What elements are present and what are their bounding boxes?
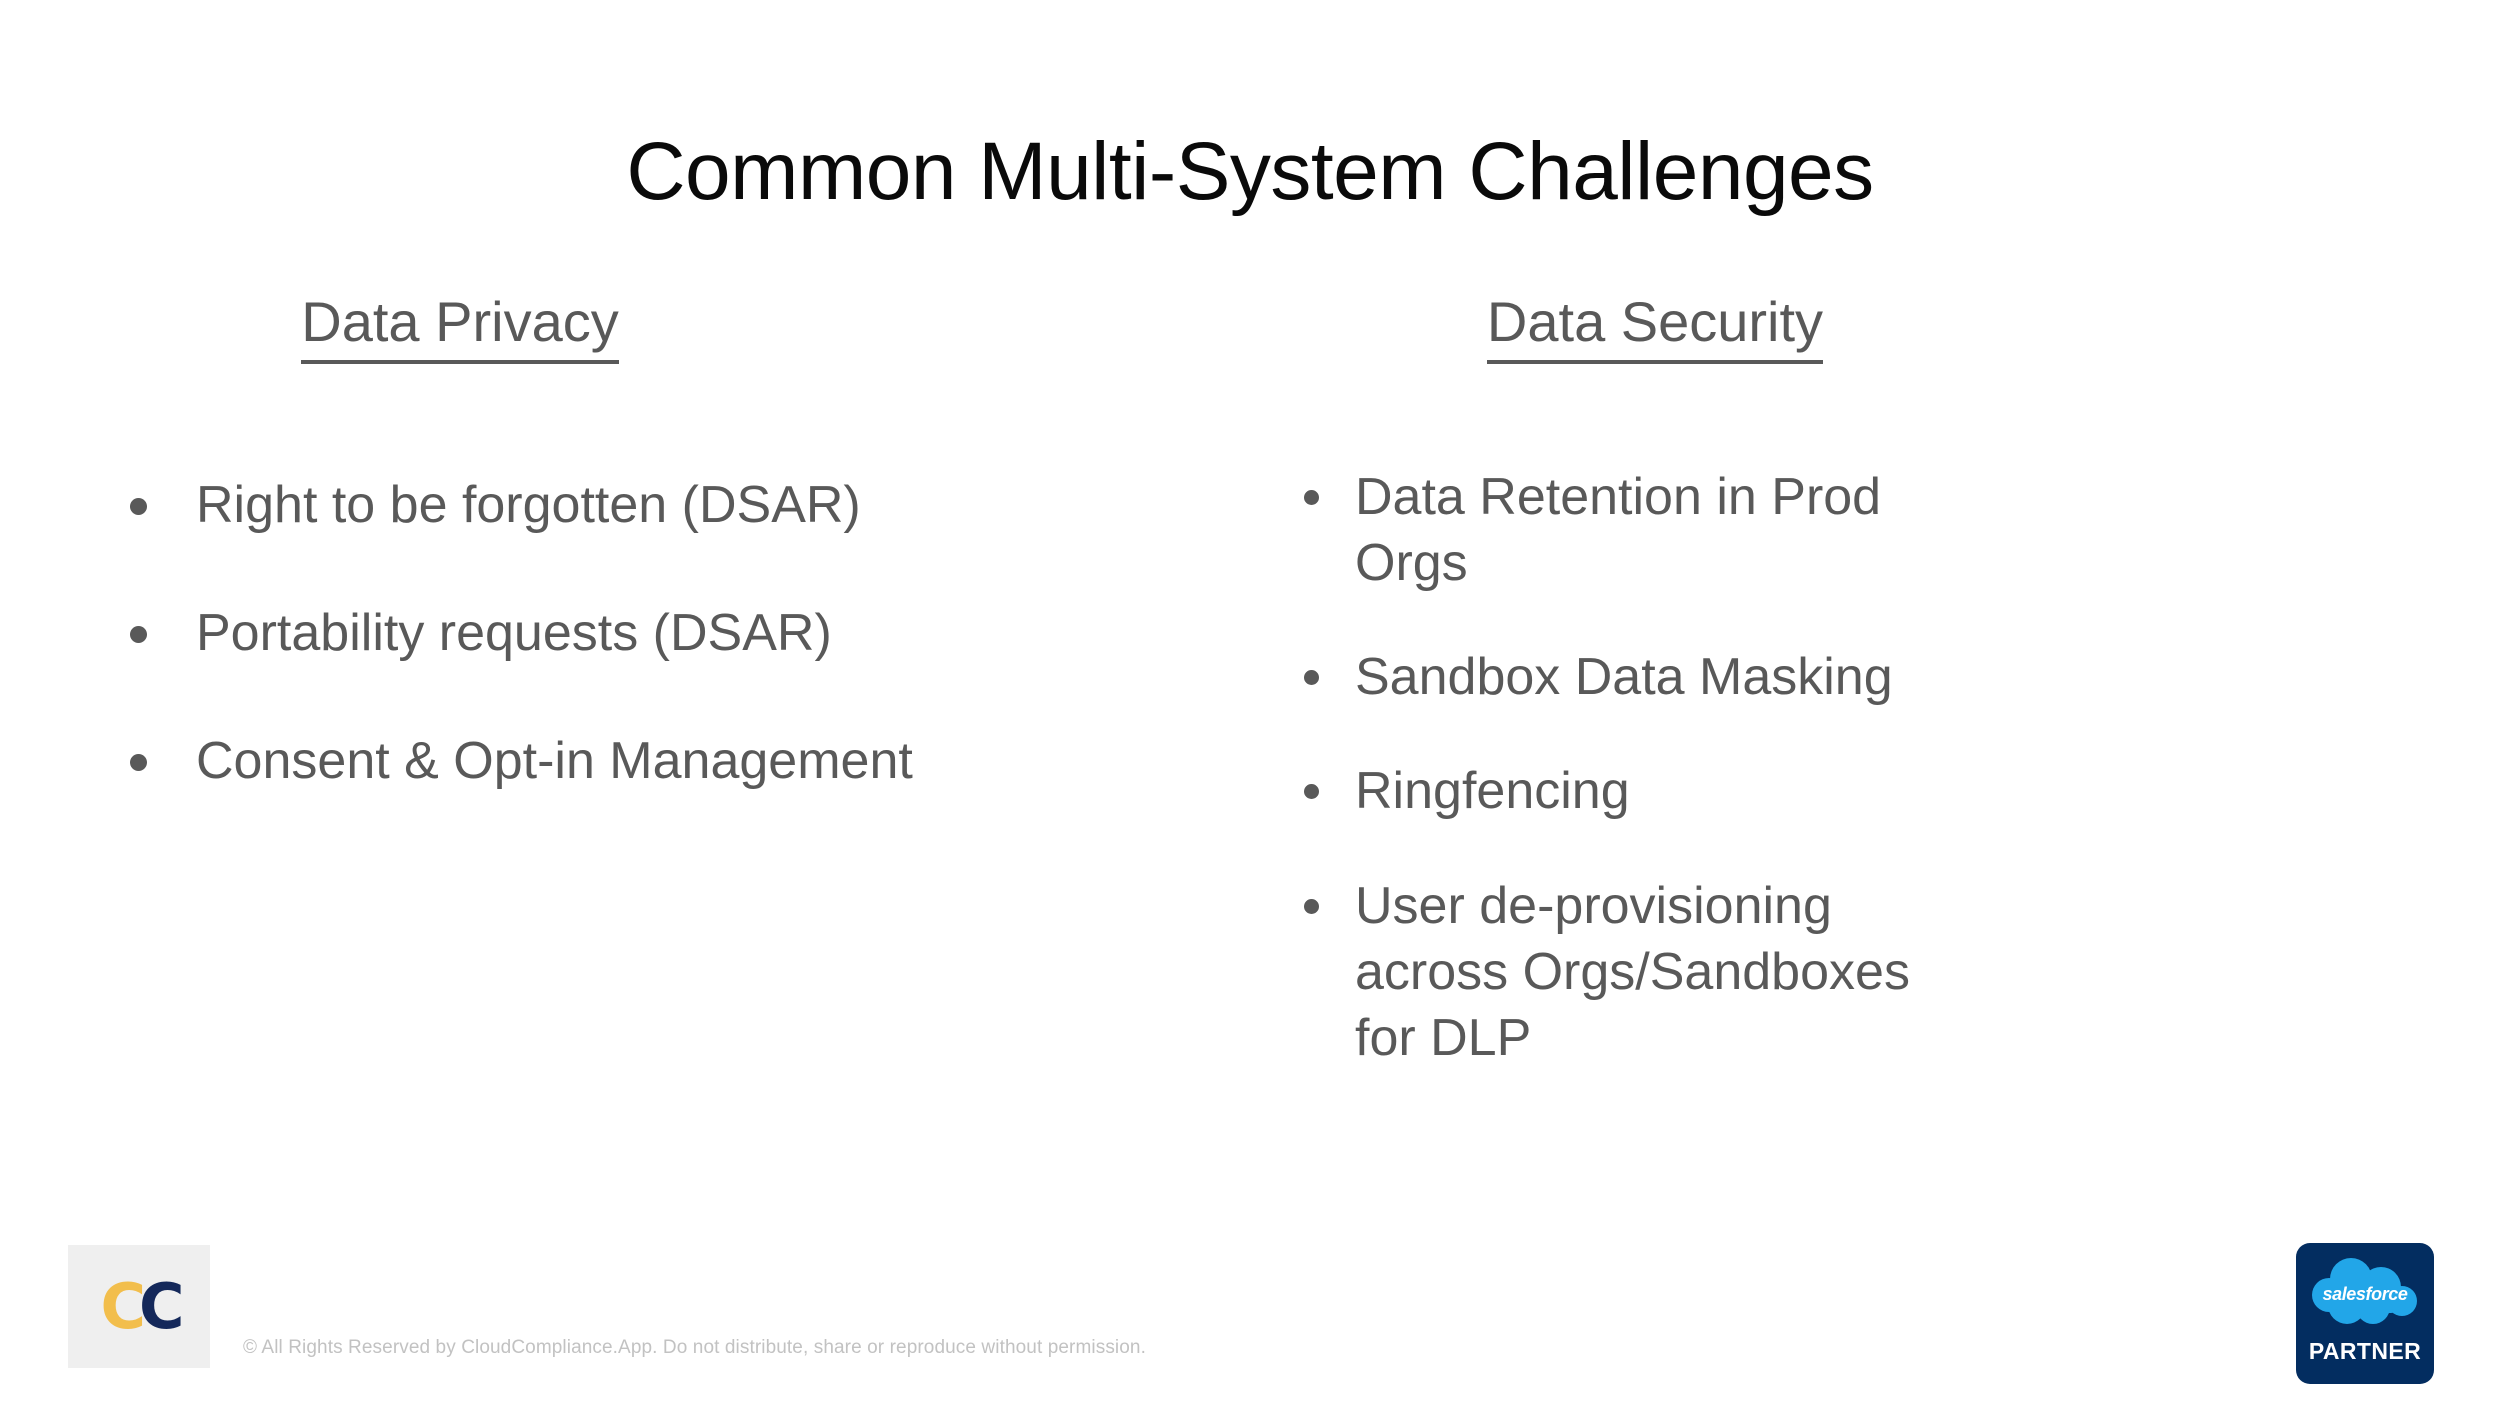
page-title: Common Multi-System Challenges	[626, 125, 1874, 217]
column-heading-data-security: Data Security	[1300, 290, 2400, 365]
list-item-label: Consent & Opt-in Management	[196, 732, 913, 791]
bullet-list-data-privacy: Right to be forgotten (DSAR) Portability…	[130, 472, 1210, 794]
list-item: Sandbox Data Masking	[1300, 644, 2400, 710]
list-item-label: Data Retention in Prod Orgs	[1355, 468, 1882, 593]
list-item-label: Sandbox Data Masking	[1355, 648, 1893, 707]
list-item-label: Ringfencing	[1355, 762, 1630, 821]
column-heading-label: Data Security	[1486, 290, 1824, 365]
bullet-dot-icon	[1304, 898, 1319, 914]
bullet-list-data-security: Data Retention in Prod Orgs Sandbox Data…	[1300, 464, 2400, 1070]
bullet-dot-icon	[1304, 490, 1319, 506]
salesforce-cloud-icon: salesforce	[2296, 1257, 2434, 1329]
cc-logo-letter-one: C	[100, 1269, 145, 1343]
list-item: Right to be forgotten (DSAR)	[130, 472, 1210, 538]
list-item: User de-provisioning across Orgs/Sandbox…	[1300, 873, 2400, 1071]
bullet-dot-icon	[130, 498, 147, 516]
cloudcompliance-logo: C C	[68, 1245, 210, 1368]
cc-logo-letter-two: C	[139, 1269, 184, 1343]
column-heading-data-privacy: Data Privacy	[130, 290, 1210, 365]
list-item: Data Retention in Prod Orgs	[1300, 464, 2400, 596]
column-heading-label: Data Privacy	[301, 290, 619, 365]
salesforce-wordmark: salesforce	[2322, 1284, 2408, 1304]
list-item: Ringfencing	[1300, 758, 2400, 824]
list-item: Consent & Opt-in Management	[130, 728, 1210, 794]
list-item-label: Portability requests (DSAR)	[196, 604, 832, 663]
bullet-dot-icon	[1304, 670, 1319, 686]
bullet-dot-icon	[1304, 784, 1319, 800]
partner-label: PARTNER	[2308, 1338, 2422, 1364]
copyright-notice: © All Rights Reserved by CloudCompliance…	[243, 1337, 1146, 1358]
salesforce-partner-badge: salesforce PARTNER	[2296, 1243, 2434, 1384]
column-data-security: Data Security Data Retention in Prod Org…	[1300, 290, 2400, 1071]
bullet-dot-icon	[130, 626, 147, 644]
list-item-label: User de-provisioning across Orgs/Sandbox…	[1355, 876, 1910, 1067]
list-item-label: Right to be forgotten (DSAR)	[196, 476, 861, 535]
list-item: Portability requests (DSAR)	[130, 600, 1210, 666]
bullet-dot-icon	[130, 754, 147, 772]
cc-logo-mark: C C	[100, 1269, 184, 1343]
column-data-privacy: Data Privacy Right to be forgotten (DSAR…	[130, 290, 1210, 794]
